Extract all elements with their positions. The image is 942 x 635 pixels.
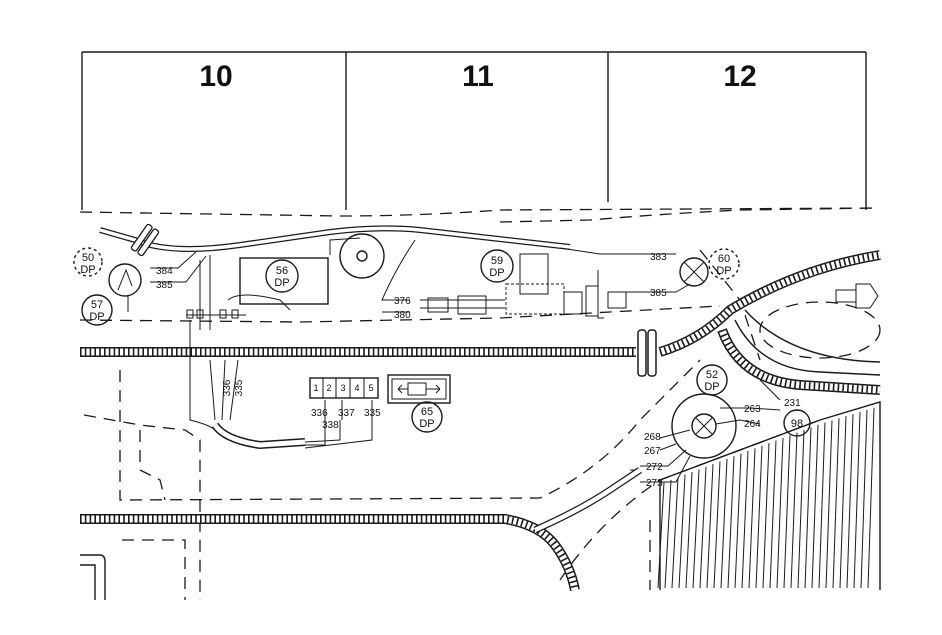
connector-pin-4: 4 [354,383,359,393]
grid-frame [81,51,867,210]
svg-text:DP: DP [419,418,434,430]
wire-label-336: 336 [311,408,328,419]
svg-text:DP: DP [716,265,731,277]
lamp-left [108,263,142,312]
cable-bundle [211,400,373,450]
wire-label-263: 263 [744,404,761,415]
radiator-hatching [657,407,875,589]
wire-label-380: 380 [394,310,411,321]
drop-wires [186,255,246,431]
wire-label-338: 338 [322,420,339,431]
svg-text:DP: DP [89,311,104,323]
wire-label-384: 384 [156,266,173,277]
switch-symbol-65 [387,374,451,404]
wire-label-337: 337 [338,408,355,419]
column-number-11: 11 [462,60,494,93]
svg-text:DP: DP [489,267,504,279]
corner-bracket [80,554,106,600]
svg-text:59: 59 [491,255,503,267]
five-pin-connector: 1 2 3 4 5 [309,377,379,399]
connector-pin-2: 2 [326,383,331,393]
wire-label-231: 231 [784,398,801,409]
connector-pin-5: 5 [368,383,373,393]
wire-label-264: 264 [744,419,761,430]
connector-pin-3: 3 [340,383,345,393]
wire-label-272: 272 [646,462,663,473]
component-50-dp: 50 DP [73,247,103,277]
radiator-outline [659,401,881,590]
svg-text:DP: DP [274,277,289,289]
wire-label-385-left: 385 [156,280,173,291]
svg-text:56: 56 [276,265,288,277]
connector-pin-1: 1 [313,383,318,393]
wire-label-335-vertical: 335 [234,379,245,396]
wire-label-336-vertical: 336 [222,379,233,396]
svg-text:60: 60 [718,253,730,265]
wire-label-267: 267 [644,446,661,457]
component-52-dp: 52 DP [671,364,737,459]
svg-text:DP: DP [704,381,719,393]
svg-text:57: 57 [91,299,103,311]
column-number-12: 12 [723,60,756,93]
component-60-dp: 60 DP [679,248,740,287]
grommet-right [637,329,657,377]
svg-text:52: 52 [706,369,718,381]
svg-text:50: 50 [82,252,94,264]
component-59-dp: 59 DP [420,249,627,319]
svg-text:DP: DP [80,264,95,276]
component-56-dp: 56 DP [227,233,385,311]
leader-lines [150,239,781,483]
grommet-left [130,223,160,257]
wire-label-383: 383 [650,252,667,263]
right-harness [658,250,881,357]
wire-label-385-right: 385 [650,288,667,299]
svg-text:65: 65 [421,406,433,418]
upper-harness [99,225,571,252]
wire-label-376: 376 [394,296,411,307]
component-65-dp: 65 DP [411,401,443,433]
column-number-10: 10 [199,60,232,93]
component-57-dp: 57 DP [81,294,113,326]
fitting-right [835,283,879,309]
wire-label-335: 335 [364,408,381,419]
body-outline-dashed [79,207,879,600]
wire-label-273: 273 [646,478,663,489]
bottom-harness [80,467,642,592]
loop-harness [717,301,881,395]
wire-label-268: 268 [644,432,661,443]
